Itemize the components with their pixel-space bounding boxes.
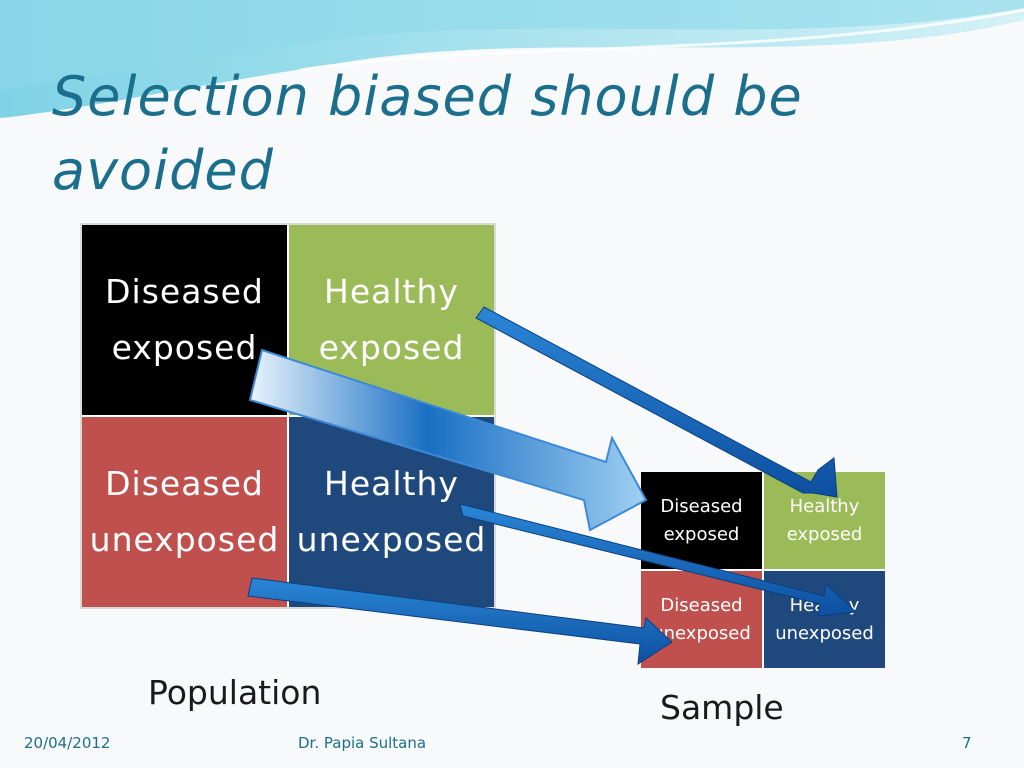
population-grid: Diseased exposed Healthy exposed Disease… bbox=[80, 223, 496, 609]
slide-title: Selection biased should be avoided bbox=[52, 65, 803, 202]
cell-label-line1: Diseased bbox=[660, 594, 743, 616]
cell-label-line2: exposed bbox=[111, 328, 258, 367]
sample-grid: Diseased exposed Healthy exposed Disease… bbox=[641, 472, 885, 668]
footer-date: 20/04/2012 bbox=[24, 734, 111, 752]
cell-label-line2: exposed bbox=[318, 328, 465, 367]
cell-label-line2: unexposed bbox=[296, 520, 487, 559]
sample-cell-healthy-exposed: Healthy exposed bbox=[764, 472, 885, 569]
cell-label-line1: Healthy bbox=[324, 272, 459, 311]
cell-label-line2: exposed bbox=[786, 523, 863, 545]
cell-label-line1: Diseased bbox=[105, 272, 264, 311]
arrow-healthy-exposed bbox=[475, 306, 838, 498]
cell-label-line1: Diseased bbox=[660, 495, 743, 517]
cell-label-line2: unexposed bbox=[775, 622, 874, 644]
cell-label-line1: Healthy bbox=[789, 594, 860, 616]
footer-author: Dr. Papia Sultana bbox=[298, 734, 427, 752]
population-cell-healthy-exposed: Healthy exposed bbox=[289, 225, 494, 415]
footer-page-number: 7 bbox=[962, 734, 972, 752]
population-label: Population bbox=[148, 673, 322, 712]
sample-cell-healthy-unexposed: Healthy unexposed bbox=[764, 571, 885, 668]
cell-label-line2: exposed bbox=[663, 523, 740, 545]
population-cell-diseased-exposed: Diseased exposed bbox=[82, 225, 287, 415]
cell-label-line1: Diseased bbox=[105, 464, 264, 503]
sample-cell-diseased-unexposed: Diseased unexposed bbox=[641, 571, 762, 668]
cell-label-line1: Healthy bbox=[324, 464, 459, 503]
population-cell-healthy-unexposed: Healthy unexposed bbox=[289, 417, 494, 607]
sample-cell-diseased-exposed: Diseased exposed bbox=[641, 472, 762, 569]
cell-label-line1: Healthy bbox=[789, 495, 860, 517]
cell-label-line2: unexposed bbox=[89, 520, 280, 559]
header-wave-decoration bbox=[0, 0, 1024, 118]
cell-label-line2: unexposed bbox=[652, 622, 751, 644]
sample-label: Sample bbox=[660, 688, 784, 727]
population-cell-diseased-unexposed: Diseased unexposed bbox=[82, 417, 287, 607]
